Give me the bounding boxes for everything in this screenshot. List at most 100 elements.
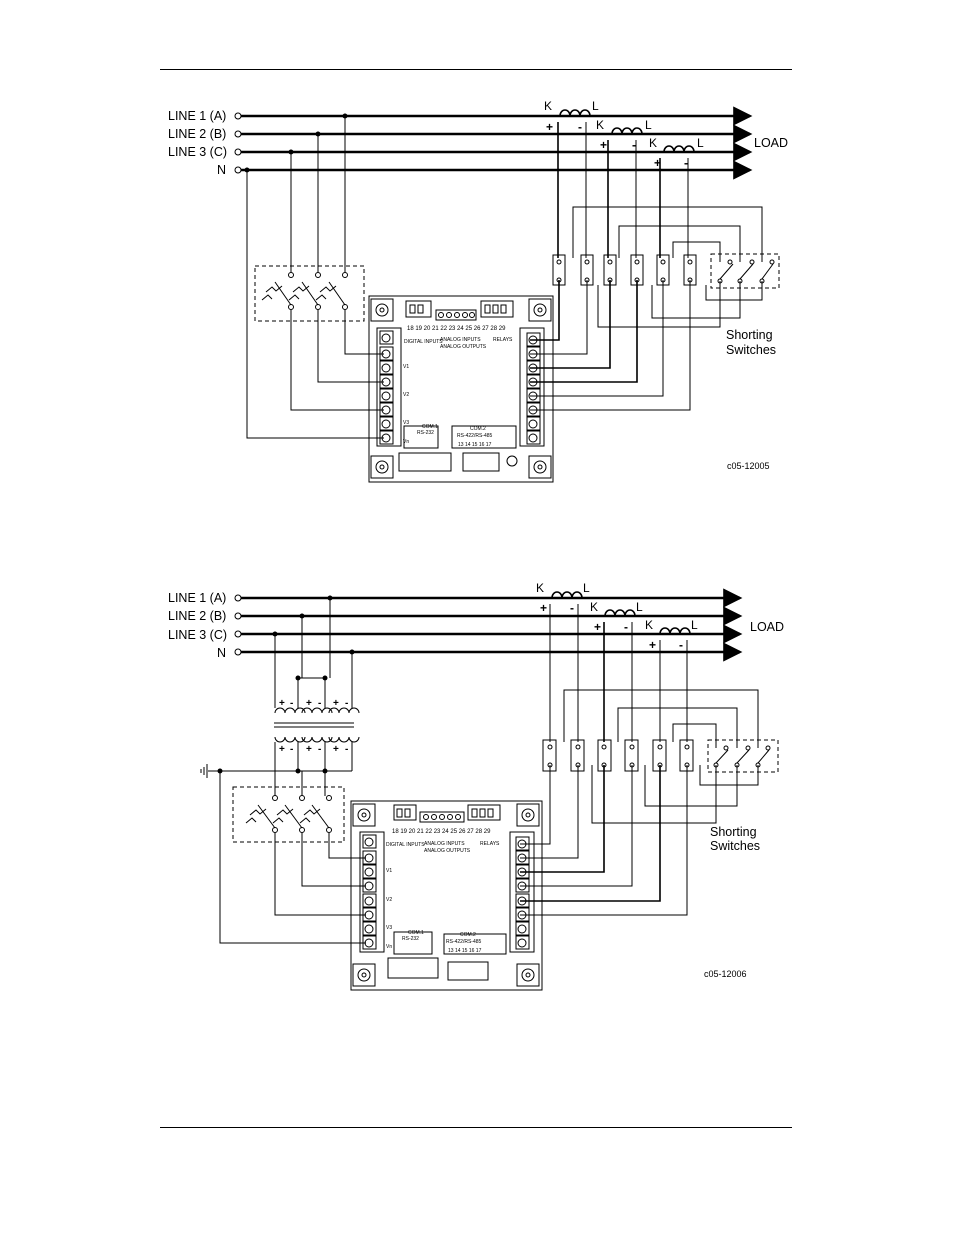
svg-text:-: - <box>290 744 293 755</box>
shorting-routing <box>572 206 763 328</box>
load-label: LOAD <box>754 136 788 150</box>
neutral-label: N <box>217 163 226 177</box>
line2-label: LINE 2 (B) <box>168 609 226 623</box>
svg-text:18 19 20 21 22 23 24 25 26 2: 18 19 20 21 22 23 24 25 26 27 28 29 <box>407 326 506 332</box>
line3-label: LINE 3 (C) <box>168 145 227 159</box>
footer-rule <box>160 1127 792 1128</box>
svg-text:L: L <box>645 118 652 132</box>
meter-device-1: 18 19 20 21 22 23 24 25 26 27 28 29 DIGI… <box>368 295 554 483</box>
line3-label: LINE 3 (C) <box>168 628 227 642</box>
svg-text:+: + <box>279 744 285 755</box>
shorting-switches: Shorting Switches <box>707 739 779 853</box>
svg-text:ANALOG OUTPUTS: ANALOG OUTPUTS <box>424 848 471 854</box>
svg-text:K: K <box>645 618 653 632</box>
svg-text:COM.1: COM.1 <box>408 930 424 936</box>
current-transformer-2: K L + - <box>590 600 643 634</box>
svg-text:RELAYS: RELAYS <box>493 337 513 343</box>
svg-text:RS-232: RS-232 <box>402 936 419 942</box>
svg-text:-: - <box>684 156 688 170</box>
current-wires <box>530 280 691 411</box>
svg-text:V1: V1 <box>403 364 409 370</box>
svg-text:-: - <box>570 601 574 615</box>
current-transformer-3: K L + - <box>649 136 704 170</box>
svg-text:-: - <box>624 620 628 634</box>
figure-code-2: c05-12006 <box>704 969 747 979</box>
svg-text:-: - <box>345 744 348 755</box>
svg-text:+: + <box>279 698 285 709</box>
svg-text:K: K <box>596 118 604 132</box>
ct-secondary-wires <box>549 604 688 742</box>
current-terminal-block <box>515 836 530 950</box>
svg-text:+: + <box>654 156 661 170</box>
neutral-label: N <box>217 646 226 660</box>
meter-device-2: 18 19 20 21 22 23 24 25 26 27 28 29 DIGI… <box>350 800 543 991</box>
svg-text:ANALOG INPUTS: ANALOG INPUTS <box>440 337 481 343</box>
svg-text:K: K <box>649 136 657 150</box>
svg-text:13 14 15 16 17: 13 14 15 16 17 <box>448 948 482 954</box>
load-label: LOAD <box>750 620 784 634</box>
svg-text:-: - <box>318 744 321 755</box>
svg-text:COM.2: COM.2 <box>470 426 486 432</box>
ground-icon <box>200 764 220 778</box>
junction-dots <box>244 113 348 173</box>
svg-text:+: + <box>333 744 339 755</box>
svg-text:RS-422/RS-485: RS-422/RS-485 <box>446 939 482 945</box>
voltage-terminal-block <box>379 330 394 445</box>
shorting-label-1: Shorting <box>710 825 757 839</box>
current-transformer-3: K L + - <box>645 618 698 652</box>
line2-label: LINE 2 (B) <box>168 127 226 141</box>
svg-text:+: + <box>649 638 656 652</box>
svg-text:L: L <box>592 99 599 113</box>
svg-text:V3: V3 <box>386 925 392 931</box>
ct-test-blocks <box>542 739 694 772</box>
svg-text:DIGITAL INPUTS: DIGITAL INPUTS <box>386 842 425 848</box>
svg-text:RS-232: RS-232 <box>417 430 434 436</box>
svg-text:V2: V2 <box>386 897 392 903</box>
svg-text:+: + <box>594 620 601 634</box>
line-terminals <box>234 112 242 174</box>
diagram-2-pt-connection: LINE 1 (A) LINE 2 (B) LINE 3 (C) N LOAD <box>168 581 784 991</box>
svg-text:-: - <box>290 698 293 709</box>
svg-text:L: L <box>636 600 643 614</box>
shorting-routing <box>563 689 759 824</box>
diagram-1-direct-connection: LINE 1 (A) LINE 2 (B) LINE 3 (C) N LOAD … <box>168 99 788 483</box>
svg-text:ANALOG OUTPUTS: ANALOG OUTPUTS <box>440 344 487 350</box>
svg-text:18 19 20 21 22 23 24 25 26 2: 18 19 20 21 22 23 24 25 26 27 28 29 <box>392 829 491 835</box>
svg-text:Vn: Vn <box>386 944 392 950</box>
svg-text:+: + <box>600 138 607 152</box>
header-rule <box>160 69 792 70</box>
svg-text:COM.2: COM.2 <box>460 932 476 938</box>
svg-text:-: - <box>578 120 582 134</box>
figure-code-1: c05-12005 <box>727 461 770 471</box>
svg-text:13 14 15 16 17: 13 14 15 16 17 <box>458 442 492 448</box>
current-transformer-1: K L + - <box>536 581 590 615</box>
voltage-wires <box>246 170 384 439</box>
current-transformer-1: K L + - <box>544 99 599 134</box>
voltage-disconnect-switches <box>254 116 365 322</box>
svg-text:-: - <box>679 638 683 652</box>
svg-text:L: L <box>691 618 698 632</box>
svg-text:K: K <box>590 600 598 614</box>
shorting-label-2: Switches <box>710 839 760 853</box>
svg-text:-: - <box>318 698 321 709</box>
ct-secondary-wires <box>557 122 689 258</box>
svg-text:L: L <box>583 581 590 595</box>
svg-text:RELAYS: RELAYS <box>480 841 500 847</box>
svg-text:K: K <box>536 581 544 595</box>
svg-text:ANALOG INPUTS: ANALOG INPUTS <box>424 841 465 847</box>
current-wires <box>520 765 688 916</box>
svg-text:K: K <box>544 99 552 113</box>
svg-text:V2: V2 <box>403 392 409 398</box>
svg-text:+: + <box>546 120 553 134</box>
svg-text:-: - <box>345 698 348 709</box>
line1-label: LINE 1 (A) <box>168 591 226 605</box>
voltage-disconnect-switches <box>232 771 345 843</box>
svg-text:V1: V1 <box>386 868 392 874</box>
svg-text:RS-422/RS-485: RS-422/RS-485 <box>457 433 493 439</box>
svg-text:+: + <box>306 698 312 709</box>
svg-text:+: + <box>333 698 339 709</box>
ct-test-blocks <box>552 254 697 286</box>
current-transformer-2: K L + - <box>596 118 652 152</box>
svg-text:COM.1: COM.1 <box>422 424 438 430</box>
shorting-switches: Shorting Switches <box>710 253 780 357</box>
